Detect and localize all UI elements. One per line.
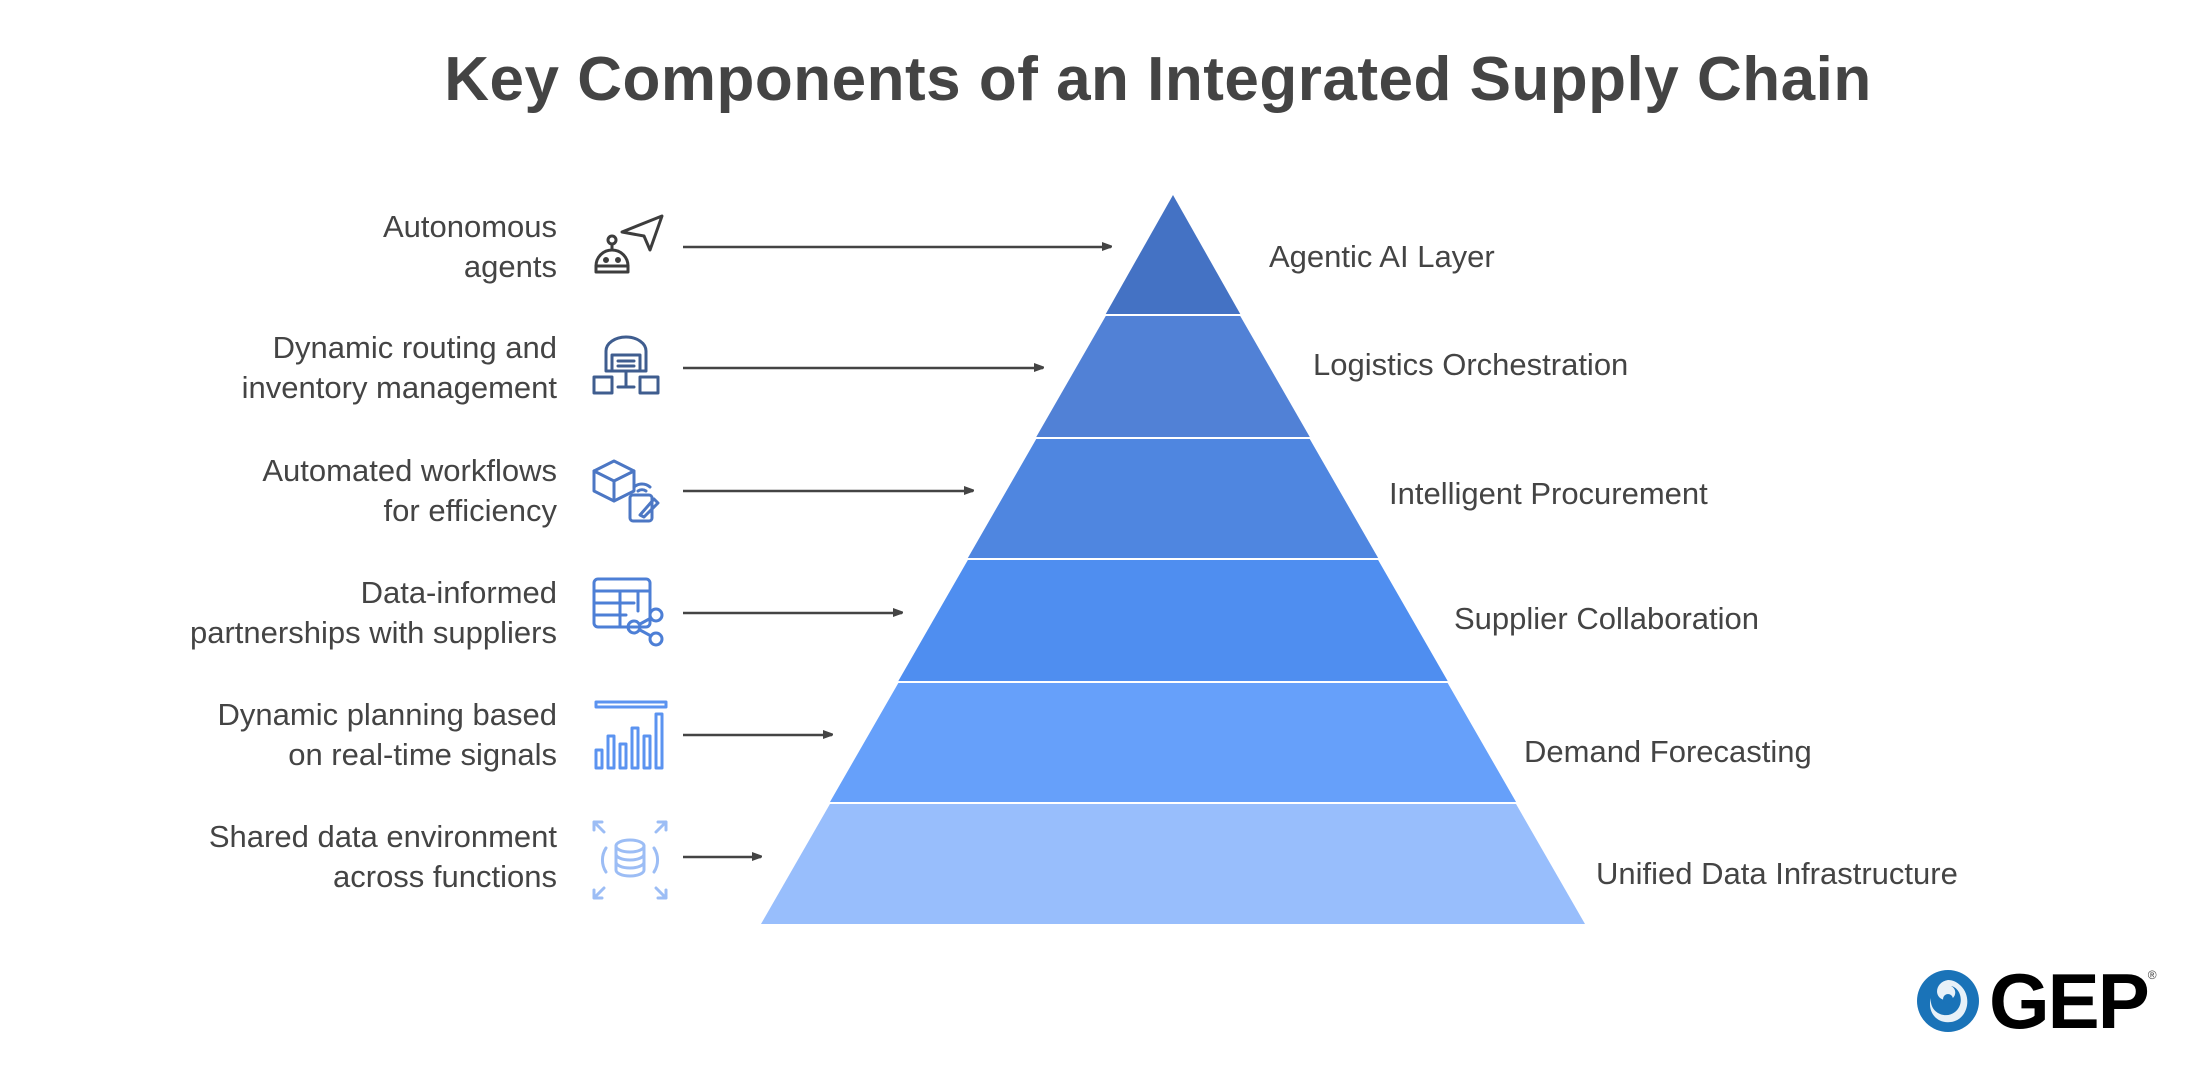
description-line: Dynamic routing and: [272, 330, 557, 365]
pyramid-layer-5: [829, 683, 1517, 802]
layer-name: Demand Forecasting: [1524, 734, 1812, 769]
layer-description: Dynamic routing and inventory management: [0, 328, 557, 408]
registered-mark: ®: [2147, 968, 2157, 982]
layer-name: Logistics Orchestration: [1313, 347, 1629, 382]
pyramid-layer-4: [898, 560, 1448, 681]
package-signature-icon: [592, 459, 660, 523]
layer-name: Unified Data Infrastructure: [1596, 856, 1958, 891]
layer-description: Data-informed partnerships with suppliers: [0, 573, 557, 653]
bar-chart-icon: [594, 700, 668, 770]
layer-name: Agentic AI Layer: [1269, 239, 1495, 274]
description-line: Data-informed: [360, 575, 557, 610]
layer-description: Automated workflows for efficiency: [0, 451, 557, 531]
description-line: inventory management: [241, 370, 557, 405]
description-line: Shared data environment: [208, 819, 557, 854]
description-line: across functions: [333, 859, 557, 894]
layer-description: Dynamic planning based on real-time signa…: [0, 695, 558, 775]
layer-description: Shared data environment across functions: [0, 817, 557, 897]
description-line: partnerships with suppliers: [189, 615, 557, 650]
database-expand-icon: [592, 820, 668, 900]
table-share-icon: [592, 577, 664, 647]
pyramid-layer-6: [761, 804, 1585, 924]
description-line: on real-time signals: [288, 737, 557, 772]
description-line: Autonomous: [382, 209, 557, 244]
pyramid-layer-3: [967, 439, 1379, 558]
pyramid-layer-2: [1036, 316, 1310, 437]
warehouse-network-icon: [592, 335, 660, 395]
layer-name: Supplier Collaboration: [1454, 601, 1760, 636]
description-line: Automated workflows: [262, 453, 557, 488]
description-line: agents: [463, 249, 557, 284]
description-line: for efficiency: [383, 493, 557, 528]
layer-description: Autonomous agents: [0, 207, 557, 287]
gep-logo: GEP ®: [1915, 962, 2157, 1040]
pyramid-layer-1: [1105, 195, 1241, 314]
robot-send-icon: [594, 214, 664, 274]
logo-text: GEP: [1989, 957, 2150, 1045]
swirl-logo-icon: [1917, 970, 1979, 1032]
layer-name: Intelligent Procurement: [1389, 476, 1708, 511]
description-line: Dynamic planning based: [217, 697, 558, 732]
page-title: Key Components of an Integrated Supply C…: [444, 45, 1872, 114]
